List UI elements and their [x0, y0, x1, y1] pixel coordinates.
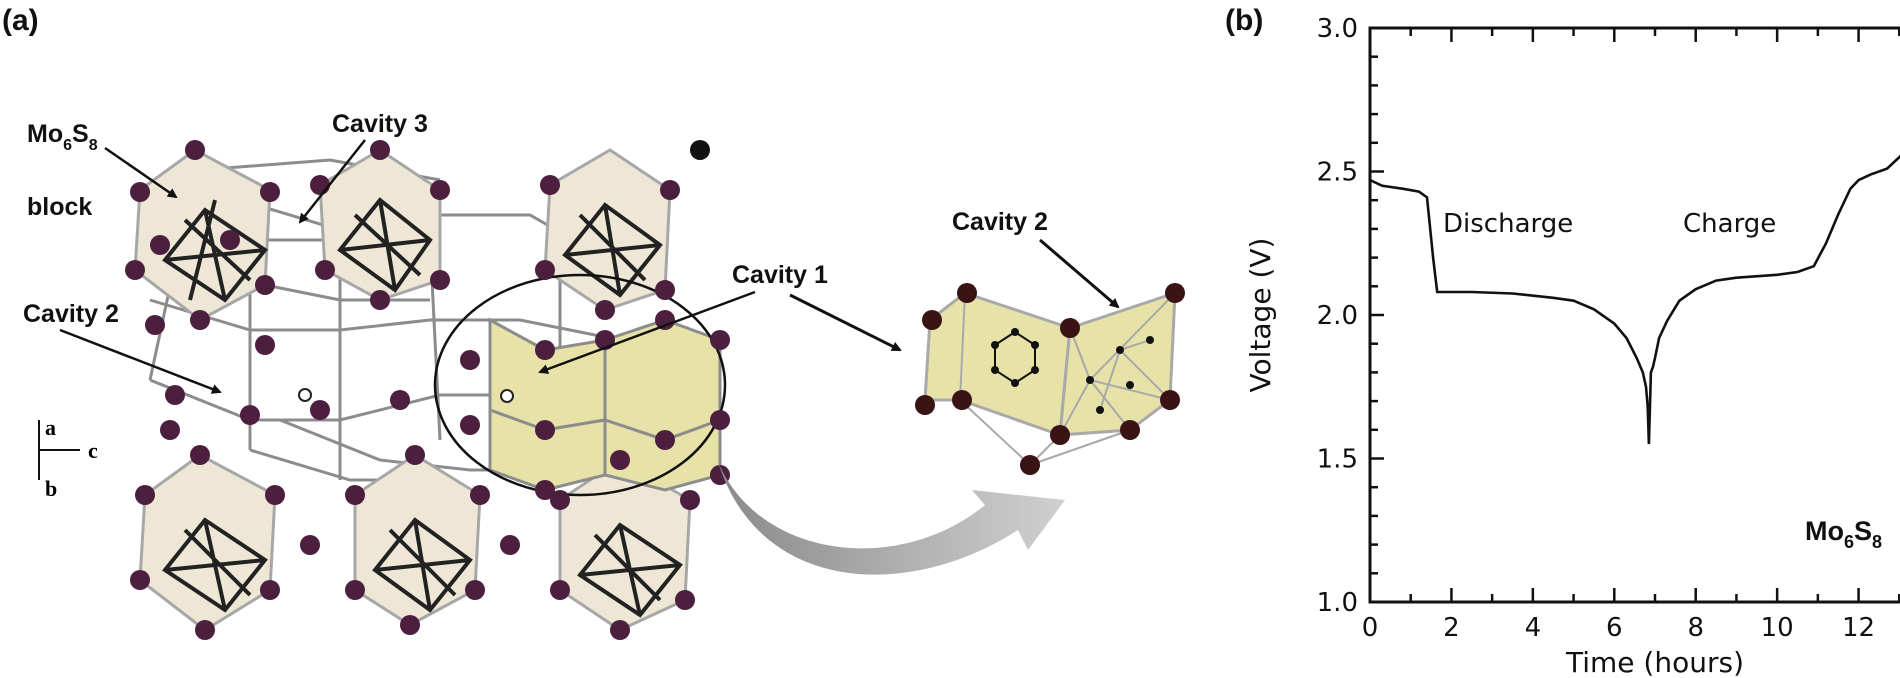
y-tick-label: 3.0	[1317, 14, 1358, 44]
cavity-2-arrow	[59, 328, 222, 394]
cavity-1-arrow	[538, 290, 756, 374]
cavity-2-detail-arrow	[1039, 238, 1120, 309]
x-tick-label: 2	[1443, 613, 1460, 643]
block-label: block	[27, 193, 92, 221]
octahedron-6	[577, 522, 683, 618]
cavity-1-highlight-ellipse	[433, 273, 727, 497]
site-marker	[298, 388, 312, 402]
x-tick-labels: 02468101214	[1362, 613, 1875, 643]
compound-label: Mo6S8	[1805, 516, 1882, 552]
charge-annotation: Charge	[1683, 209, 1776, 239]
magnify-sweep-arrow	[718, 462, 1065, 575]
mo6s8-arrow	[104, 146, 178, 199]
cavity-1-label: Cavity 1	[732, 261, 828, 289]
octahedron-4	[162, 517, 268, 613]
atoms	[125, 140, 730, 640]
detail-atoms	[915, 283, 1185, 475]
y-tick-label: 1.5	[1317, 445, 1358, 475]
x-tick-label: 6	[1606, 613, 1623, 643]
y-axis-label: Voltage (V)	[1244, 238, 1277, 393]
voltage-curve	[1369, 154, 1900, 445]
axis-a-label: a	[45, 415, 56, 440]
x-tick-label: 12	[1842, 613, 1875, 643]
axis-ticks	[1368, 26, 1900, 604]
voltage-time-chart: 1.01.52.02.53.0 02468101214 Time (hours)…	[1244, 14, 1900, 678]
panel-b: (b) 1.01.52.02.53.0 02468101214 Time (ho…	[1225, 4, 1900, 678]
y-tick-label: 2.0	[1317, 301, 1358, 331]
cavity-1-region	[488, 317, 722, 492]
y-tick-label: 2.5	[1317, 158, 1358, 188]
cavity-2-detail-label: Cavity 2	[952, 208, 1048, 236]
cavity-detail	[915, 283, 1185, 475]
x-tick-label: 4	[1525, 613, 1542, 643]
axis-b-label: b	[45, 476, 57, 501]
crystal-axes: a b c	[38, 415, 98, 501]
panel-a-tag: (a)	[2, 4, 39, 37]
octahedra	[162, 197, 683, 618]
cavity-2-label: Cavity 2	[23, 300, 119, 328]
x-tick-label: 0	[1362, 613, 1379, 643]
octahedron-3	[562, 202, 663, 298]
cavity-3-arrow	[298, 139, 366, 224]
x-tick-label: 8	[1687, 613, 1704, 643]
cavity-3-label: Cavity 3	[332, 110, 428, 138]
x-tick-label: 10	[1761, 613, 1794, 643]
mo6s8-label: Mo6S8	[27, 120, 98, 154]
octahedron-5	[372, 517, 473, 613]
ring-sites	[991, 328, 1154, 414]
panel-b-tag: (b)	[1225, 4, 1263, 37]
panel-a: (a)	[2, 4, 1185, 640]
cavity-1-detail-arrow	[789, 293, 902, 352]
y-tick-labels: 1.0 1.5 2.0 2.5 3.0	[1317, 14, 1358, 618]
octahedron-1	[162, 199, 268, 303]
octahedron-2	[337, 197, 433, 293]
discharge-annotation: Discharge	[1443, 209, 1573, 239]
y-tick-label: 1.0	[1317, 588, 1358, 618]
block-bottom-left	[138, 453, 277, 632]
axis-c-label: c	[88, 438, 98, 463]
site-marker	[500, 389, 514, 403]
detail-cube-face	[923, 291, 1072, 438]
x-axis-label: Time (hours)	[1565, 646, 1744, 678]
